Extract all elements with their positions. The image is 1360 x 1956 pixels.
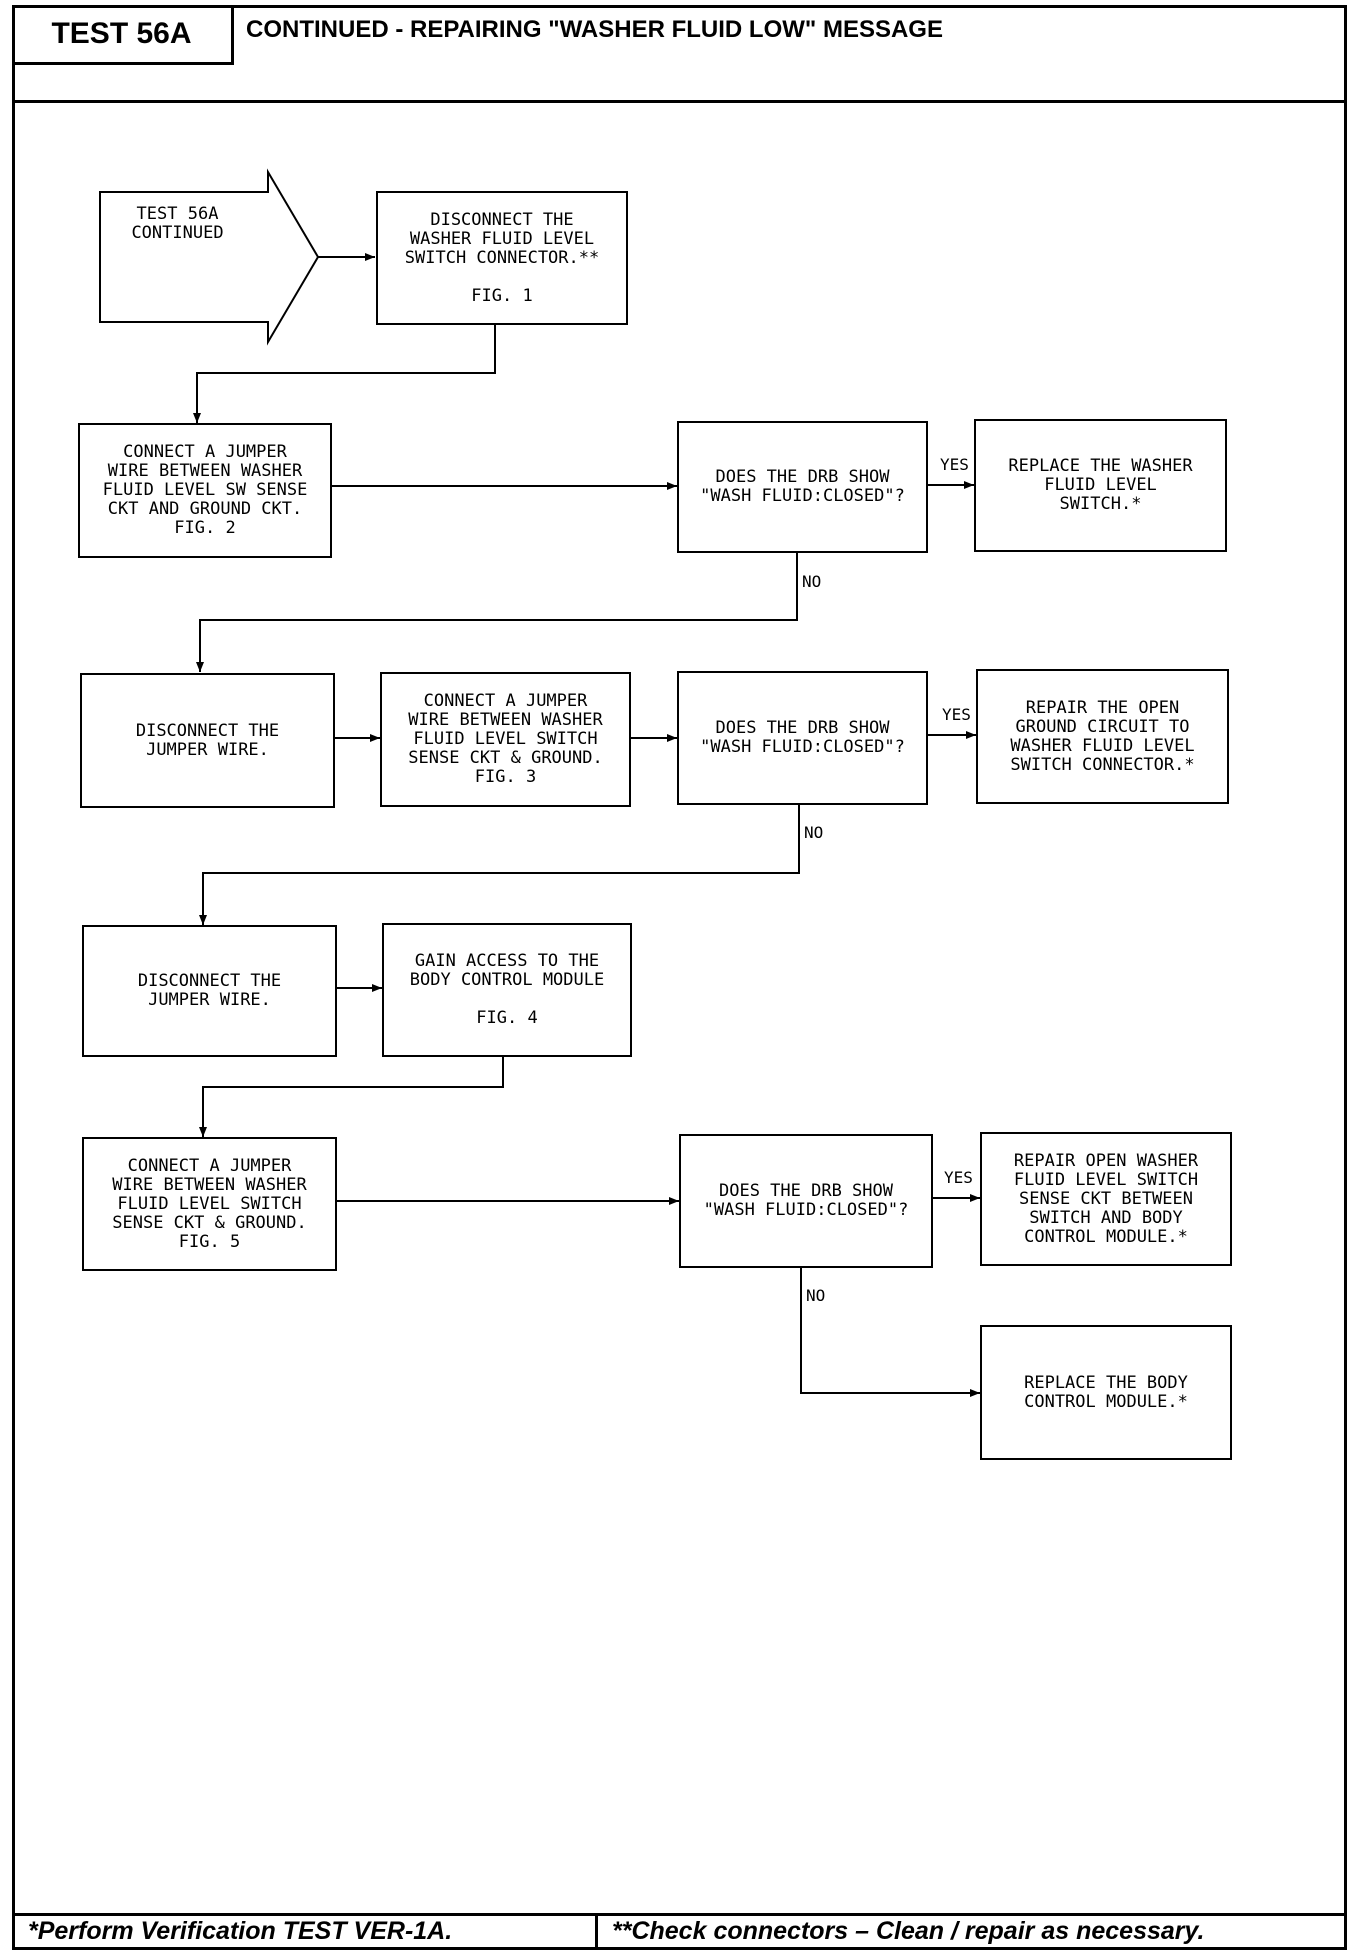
step-gain-access-bcm: GAIN ACCESS TO THE BODY CONTROL MODULE F…: [382, 923, 632, 1057]
start-arrow-label: TEST 56A CONTINUED: [110, 205, 245, 255]
action-line: WASHER FLUID LEVEL: [1010, 735, 1195, 756]
decision-line: "WASH FLUID:CLOSED"?: [703, 1200, 909, 1220]
start-line-1: TEST 56A: [136, 204, 219, 224]
step-line: SENSE CKT & GROUND.: [408, 748, 603, 768]
yes-label-q2: YES: [942, 705, 971, 724]
action-replace-bcm: REPLACE THE BODY CONTROL MODULE.*: [980, 1325, 1232, 1460]
connector-q2-no: [199, 805, 800, 925]
action-repair-sense-ckt: REPAIR OPEN WASHER FLUID LEVEL SWITCH SE…: [980, 1132, 1232, 1266]
action-line: SWITCH AND BODY: [1029, 1207, 1183, 1228]
step-line: WIRE BETWEEN WASHER: [107, 461, 303, 481]
connector-q3-no: [800, 1268, 980, 1397]
step-line: JUMPER WIRE.: [148, 990, 271, 1010]
action-line: SWITCH.*: [1059, 494, 1142, 514]
step-line: [502, 990, 512, 1009]
step-line: CONNECT A JUMPER: [123, 442, 287, 462]
page-frame: [12, 5, 1347, 1950]
decision-drb-q1: DOES THE DRB SHOW "WASH FLUID:CLOSED"?: [677, 421, 928, 553]
connector-bcm-to-jumper5: [199, 1057, 504, 1137]
step-line: FLUID LEVEL SWITCH: [117, 1193, 302, 1214]
step-line: FIG. 3: [474, 767, 537, 787]
start-arrow-shape: [99, 168, 320, 346]
action-line: GROUND CIRCUIT TO: [1015, 716, 1190, 737]
step-line: CKT AND GROUND CKT.: [107, 499, 303, 519]
step-line: BODY CONTROL MODULE: [409, 970, 605, 990]
start-line-2: CONTINUED: [131, 223, 224, 243]
step-connect-jumper-fig5: CONNECT A JUMPER WIRE BETWEEN WASHER FLU…: [82, 1137, 337, 1271]
decision-line: DOES THE DRB SHOW: [715, 467, 890, 487]
action-replace-switch: REPLACE THE WASHER FLUID LEVEL SWITCH.*: [974, 419, 1227, 552]
step-line: SWITCH CONNECTOR.**: [404, 247, 600, 268]
footer-separator: [595, 1913, 598, 1950]
decision-line: "WASH FLUID:CLOSED"?: [700, 486, 905, 506]
footer-verification-note: *Perform Verification TEST VER-1A.: [28, 1917, 453, 1945]
footer-divider: [12, 1913, 1347, 1916]
yes-label-q1: YES: [940, 455, 969, 474]
test-id: TEST 56A: [12, 5, 234, 65]
decision-drb-q2: DOES THE DRB SHOW "WASH FLUID:CLOSED"?: [677, 671, 928, 805]
action-repair-ground: REPAIR THE OPEN GROUND CIRCUIT TO WASHER…: [976, 669, 1229, 804]
action-line: REPLACE THE WASHER: [1008, 456, 1193, 476]
no-label-q2: NO: [804, 823, 824, 842]
step-line: DISCONNECT THE: [135, 720, 280, 741]
step-line: [497, 268, 507, 287]
step-connect-jumper-fig2: CONNECT A JUMPER WIRE BETWEEN WASHER FLU…: [78, 423, 332, 558]
footer-connectors-note: **Check connectors – Clean / repair as n…: [612, 1917, 1205, 1945]
action-line: SENSE CKT BETWEEN: [1019, 1188, 1193, 1209]
step-line: DISCONNECT THE: [430, 209, 574, 230]
action-line: REPAIR THE OPEN: [1025, 697, 1180, 718]
action-line: REPAIR OPEN WASHER: [1013, 1150, 1199, 1171]
step-line: WIRE BETWEEN WASHER: [408, 710, 603, 730]
action-line: FLUID LEVEL SWITCH: [1013, 1169, 1199, 1190]
step-line: GAIN ACCESS TO THE: [414, 951, 600, 971]
step-disconnect-jumper-1: DISCONNECT THE JUMPER WIRE.: [80, 673, 335, 808]
connector-disconnect-to-jumper: [193, 325, 496, 423]
step-line: FIG. 4: [476, 1008, 538, 1028]
action-line: CONTROL MODULE.*: [1024, 1226, 1188, 1247]
step-line: FIG. 1: [471, 285, 533, 306]
step-line: CONNECT A JUMPER: [423, 691, 588, 711]
step-line: FIG. 5: [178, 1231, 241, 1252]
step-line: JUMPER WIRE.: [146, 739, 269, 760]
step-line: CONNECT A JUMPER: [127, 1155, 292, 1176]
step-disconnect-jumper-2: DISCONNECT THE JUMPER WIRE.: [82, 925, 337, 1057]
decision-line: DOES THE DRB SHOW: [719, 1181, 893, 1201]
step-line: FLUID LEVEL SW SENSE: [102, 480, 308, 500]
yes-label-q3: YES: [944, 1168, 973, 1187]
step-line: FIG. 2: [174, 518, 236, 538]
decision-line: DOES THE DRB SHOW: [715, 718, 890, 738]
action-line: FLUID LEVEL: [1044, 475, 1157, 495]
decision-line: "WASH FLUID:CLOSED"?: [700, 737, 905, 757]
step-connect-jumper-fig3: CONNECT A JUMPER WIRE BETWEEN WASHER FLU…: [380, 672, 631, 807]
step-disconnect-switch-connector: DISCONNECT THE WASHER FLUID LEVEL SWITCH…: [376, 191, 628, 325]
step-line: DISCONNECT THE: [137, 971, 282, 991]
header-divider: [12, 100, 1347, 103]
action-line: SWITCH CONNECTOR.*: [1010, 754, 1195, 775]
step-line: SENSE CKT & GROUND.: [112, 1212, 307, 1233]
page-title: CONTINUED - REPAIRING "WASHER FLUID LOW"…: [246, 16, 943, 43]
step-line: FLUID LEVEL SWITCH: [413, 729, 598, 749]
step-line: WIRE BETWEEN WASHER: [112, 1174, 307, 1195]
step-line: WASHER FLUID LEVEL: [409, 228, 595, 249]
action-line: REPLACE THE BODY: [1024, 1372, 1188, 1393]
action-line: CONTROL MODULE.*: [1024, 1391, 1188, 1412]
connector-q1-no: [196, 553, 798, 672]
decision-drb-q3: DOES THE DRB SHOW "WASH FLUID:CLOSED"?: [679, 1134, 933, 1268]
no-label-q3: NO: [806, 1286, 826, 1305]
no-label-q1: NO: [802, 572, 822, 591]
